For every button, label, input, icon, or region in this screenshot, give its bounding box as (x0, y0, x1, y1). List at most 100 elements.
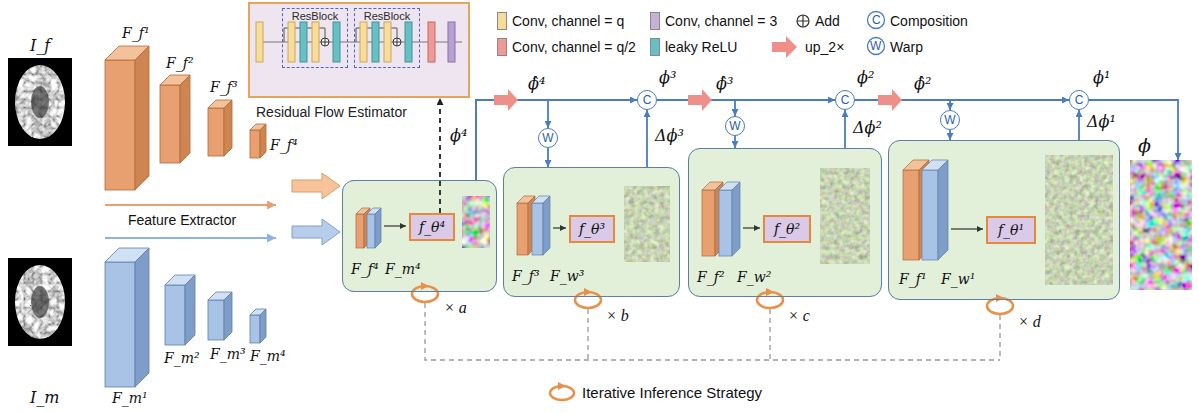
flow-connector (855, 100, 950, 110)
legend-text: Conv, channel = q (512, 12, 624, 30)
brain-images (15, 265, 65, 339)
legend-text: up_2× (805, 38, 844, 56)
stage-feature-maps (532, 196, 550, 255)
moving-feature-maps (105, 248, 266, 387)
flow-fields (462, 196, 490, 248)
legend-symbols (797, 15, 809, 27)
label: ϕ̂³ (716, 74, 733, 93)
label: C (872, 13, 881, 27)
upsample-arrow (494, 89, 518, 111)
stage-feature-maps (719, 182, 740, 256)
node-text: ϕ (1138, 134, 1151, 157)
estimator-illustration (300, 22, 307, 62)
node-text: ResBlock (292, 10, 338, 23)
estimator-illustration (321, 38, 329, 46)
stage-box: F_f⁴F_m⁴f_θ⁴ (342, 180, 497, 292)
extractor-arrows (105, 204, 276, 206)
label: F_m⁴ (250, 348, 286, 365)
stage-fills (342, 180, 497, 292)
stage-fills (888, 140, 1120, 300)
estimator-box: f_θ³ (569, 215, 615, 243)
stage-box: F_f¹F_w¹f_θ¹ (888, 140, 1120, 300)
label: Δϕ³ (655, 126, 684, 145)
stage-fills (342, 140, 1120, 300)
extractor-arrows (105, 173, 340, 245)
stage-feature-maps (532, 203, 543, 255)
node-text: W (944, 114, 955, 126)
label: ϕ⁴ (450, 126, 467, 145)
iteration-loops (766, 288, 774, 296)
label: × a (444, 298, 467, 317)
label: F_f⁴ (270, 137, 298, 154)
warp-circle: W (538, 128, 558, 148)
extractor-arrows (292, 173, 340, 199)
flow-connector (1078, 110, 1080, 140)
fixed-feature-maps (224, 100, 232, 156)
deformation-field: ϕ (1130, 160, 1192, 290)
stage-feature-maps (903, 170, 919, 260)
fixed-feature-maps (208, 108, 224, 156)
node-text: C (643, 94, 652, 106)
brain-images (8, 258, 72, 346)
stage-feature-maps (938, 160, 948, 260)
label: F_f¹ (122, 25, 150, 42)
stage-feature-maps (367, 208, 381, 248)
legend-symbols (868, 12, 885, 29)
estimator-illustration (448, 22, 455, 62)
warp-circle: W (725, 116, 745, 136)
node-text: F_f⁴ (351, 261, 379, 278)
iteration-loops (412, 286, 438, 302)
fixed-feature-maps (105, 46, 266, 190)
stage-feature-maps (356, 214, 364, 248)
iteration-loops (757, 292, 783, 308)
iteration-loops (421, 282, 1004, 390)
label: × d (1018, 312, 1041, 331)
estimator-illustration (384, 22, 391, 62)
flow-connector (476, 100, 637, 180)
iteration-loops (550, 386, 574, 400)
node-text: C (841, 94, 850, 106)
node-text: F_m⁴ (385, 261, 421, 278)
inner-arrows (384, 225, 406, 226)
moving-feature-maps (260, 309, 266, 343)
node-text: F_f² (697, 269, 725, 286)
label: Feature Extractor (128, 212, 236, 229)
estimator-illustration (288, 22, 295, 62)
estimator-illustration (256, 22, 263, 62)
brain-images (31, 286, 49, 318)
extractor-arrows (105, 237, 276, 239)
dashed-connector (439, 98, 441, 213)
legend-text: Conv, channel = 3 (665, 12, 777, 30)
iteration-loops (425, 303, 1000, 360)
node-text: W (729, 120, 740, 132)
composition-circle: C (1069, 90, 1089, 110)
stage-feature-maps (367, 214, 375, 248)
estimator-box: f_θ² (763, 215, 811, 243)
flow-connector (949, 130, 951, 140)
inner-arrows (951, 228, 983, 229)
node-text: C (1075, 94, 1084, 106)
fixed-feature-maps (250, 130, 260, 158)
label: ϕ¹ (1093, 68, 1110, 87)
node-text: F_f³ (512, 268, 540, 285)
iteration-loops (584, 288, 592, 296)
flow-fields (1130, 160, 1192, 290)
node-text: F_f¹ (899, 271, 927, 288)
estimator-illustration (312, 22, 319, 62)
flow-fields (462, 155, 1192, 290)
estimator-illustration (248, 2, 470, 98)
composition-circle: C (637, 90, 657, 110)
label: W (870, 39, 881, 53)
fixed-feature-maps (105, 60, 135, 190)
node-text: F_w¹ (941, 271, 975, 288)
estimator-panel: Residual Flow EstimatorResBlockResBlock (248, 2, 470, 98)
legend-symbols (772, 36, 797, 58)
moving-feature-maps (185, 275, 195, 345)
fixed-feature-maps (160, 85, 180, 163)
label: ϕ² (857, 68, 874, 87)
flow-fields (820, 168, 870, 264)
estimator-illustration (428, 22, 435, 62)
stage-fills (503, 167, 680, 297)
